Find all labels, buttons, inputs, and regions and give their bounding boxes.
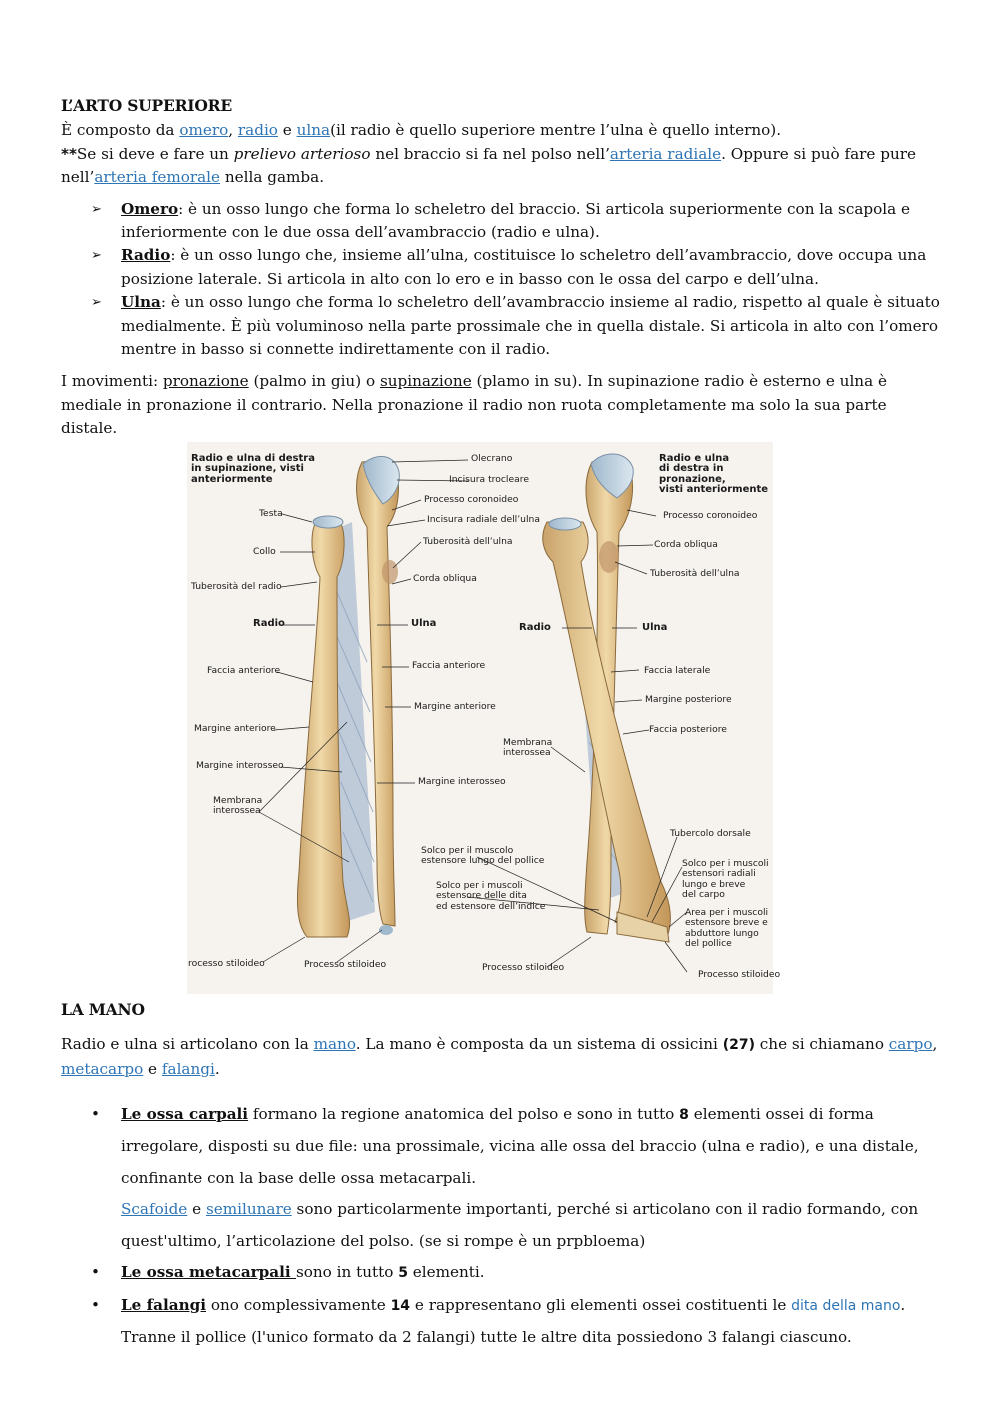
label-olecrano: Olecrano	[471, 452, 513, 464]
label-radio-left: Radio	[253, 617, 285, 629]
arrow-bullet-icon: ➢	[91, 201, 102, 217]
label-ulna-left: Ulna	[411, 617, 437, 629]
link-arteria-femorale[interactable]: arteria femorale	[94, 168, 221, 187]
hand-bones-list: •Le ossa carpali formano la regione anat…	[61, 1099, 941, 1354]
arrow-bullet-icon: ➢	[91, 248, 102, 264]
label-processo-stiloideo-l1: rocesso stiloideo	[188, 957, 265, 969]
label-radio-right: Radio	[519, 621, 551, 633]
label-processo-stiloideo-r2: Processo stiloideo	[698, 968, 781, 980]
anatomy-figure-radio-ulna: Radio e ulna di destra in supinazione, v…	[187, 441, 780, 994]
label-faccia-laterale: Faccia laterale	[644, 664, 711, 676]
note-paragraph: **Se si deve e fare un prelievo arterios…	[61, 144, 916, 187]
document-page: L’ARTO SUPERIORE È composto da omero, ra…	[61, 94, 941, 1354]
bones-illustration	[258, 453, 688, 972]
label-processo-coronoideo-left: Processo coronoideo	[424, 493, 519, 505]
label-area-muscoli: Area per i muscoli estensore breve e abd…	[685, 906, 769, 950]
link-mano[interactable]: mano	[313, 1035, 356, 1054]
list-item-ulna: ➢Ulna: è un osso lungo che forma lo sche…	[91, 293, 940, 359]
label-margine-interosseo-center: Margine interosseo	[418, 775, 506, 787]
label-margine-posteriore: Margine posteriore	[645, 693, 732, 705]
label-testa: Testa	[259, 507, 283, 519]
label-tuberosita-ulna-left: Tuberosità dell’ulna	[423, 535, 513, 547]
list-item-ossa-carpali: •Le ossa carpali formano la regione anat…	[91, 1099, 941, 1258]
label-corda-obliqua-left: Corda obliqua	[413, 572, 477, 584]
label-margine-anteriore-center: Margine anteriore	[414, 700, 496, 712]
label-incisura-radiale: Incisura radiale dell’ulna	[427, 513, 540, 525]
label-margine-interosseo-left: Margine interosseo	[196, 759, 284, 771]
link-scafoide[interactable]: Scafoide	[121, 1200, 188, 1219]
section-title-la-mano: LA MANO	[61, 999, 145, 1019]
label-membrana-left: Membrana interossea	[213, 794, 263, 817]
bones-list: ➢Omero: è un osso lungo che forma lo sch…	[61, 198, 941, 362]
arrow-bullet-icon: ➢	[91, 295, 102, 311]
label-collo: Collo	[253, 545, 276, 557]
label-membrana-right: Membrana interossea	[503, 736, 553, 759]
link-metacarpo[interactable]: metacarpo	[61, 1059, 144, 1078]
link-radio[interactable]: radio	[237, 121, 278, 140]
label-ulna-right: Ulna	[642, 621, 668, 633]
label-processo-stiloideo-l2: Processo stiloideo	[304, 958, 387, 970]
list-item-radio: ➢Radio: è un osso lungo che, insieme all…	[91, 246, 927, 288]
note-stars: **	[61, 144, 77, 163]
bullet-dot-icon: •	[91, 1104, 100, 1123]
figure-left-title: Radio e ulna di destra in supinazione, v…	[191, 452, 315, 485]
label-tubercolo-dorsale: Tubercolo dorsale	[670, 827, 751, 839]
link-carpo[interactable]: carpo	[888, 1035, 933, 1054]
label-tuberosita-radio: Tuberosità del radio	[191, 580, 282, 592]
list-item-ossa-metacarpali: •Le ossa metacarpali sono in tutto 5 ele…	[91, 1257, 941, 1290]
hand-intro-paragraph: Radio e ulna si articolano con la mano. …	[61, 1035, 938, 1078]
link-falangi[interactable]: falangi	[161, 1059, 215, 1078]
label-corda-obliqua-right: Corda obliqua	[654, 538, 718, 550]
list-item-falangi: •Le falangi ono complessivamente 14 e ra…	[91, 1290, 941, 1354]
link-semilunare[interactable]: semilunare	[205, 1200, 292, 1219]
bullet-dot-icon: •	[91, 1295, 100, 1314]
label-processo-stiloideo-r1: Processo stiloideo	[482, 961, 565, 973]
label-solco-dita: Solco per i muscoli estensore delle dita…	[436, 879, 546, 912]
label-solco-pollice: Solco per il muscolo estensore lungo del…	[421, 844, 545, 867]
link-arteria-radiale[interactable]: arteria radiale	[609, 144, 722, 163]
label-incisura-trocleare: Incisura trocleare	[449, 473, 529, 485]
intro-paragraph: È composto da omero, radio e ulna(il rad…	[61, 121, 782, 140]
label-processo-coronoideo-right: Processo coronoideo	[663, 509, 758, 521]
link-omero[interactable]: omero	[179, 121, 229, 140]
label-tuberosita-ulna-right: Tuberosità dell’ulna	[650, 567, 740, 579]
text-dita-della-mano: dita della mano	[791, 1297, 901, 1314]
label-faccia-anteriore-left: Faccia anteriore	[207, 664, 281, 676]
label-faccia-posteriore: Faccia posteriore	[649, 723, 727, 735]
label-faccia-anteriore-center: Faccia anteriore	[412, 659, 486, 671]
list-item-omero: ➢Omero: è un osso lungo che forma lo sch…	[91, 199, 910, 242]
movements-paragraph: I movimenti: pronazione (palmo in giu) o…	[61, 372, 887, 438]
bullet-dot-icon: •	[91, 1263, 100, 1282]
label-margine-anteriore-left: Margine anteriore	[194, 722, 276, 734]
link-ulna[interactable]: ulna	[296, 121, 331, 140]
figure-right-title: Radio e ulna di destra in pronazione, vi…	[659, 452, 769, 496]
section-title-arto-superiore: L’ARTO SUPERIORE	[61, 96, 232, 115]
label-solco-radiali: Solco per i muscoli estensori radiali lu…	[682, 857, 769, 901]
